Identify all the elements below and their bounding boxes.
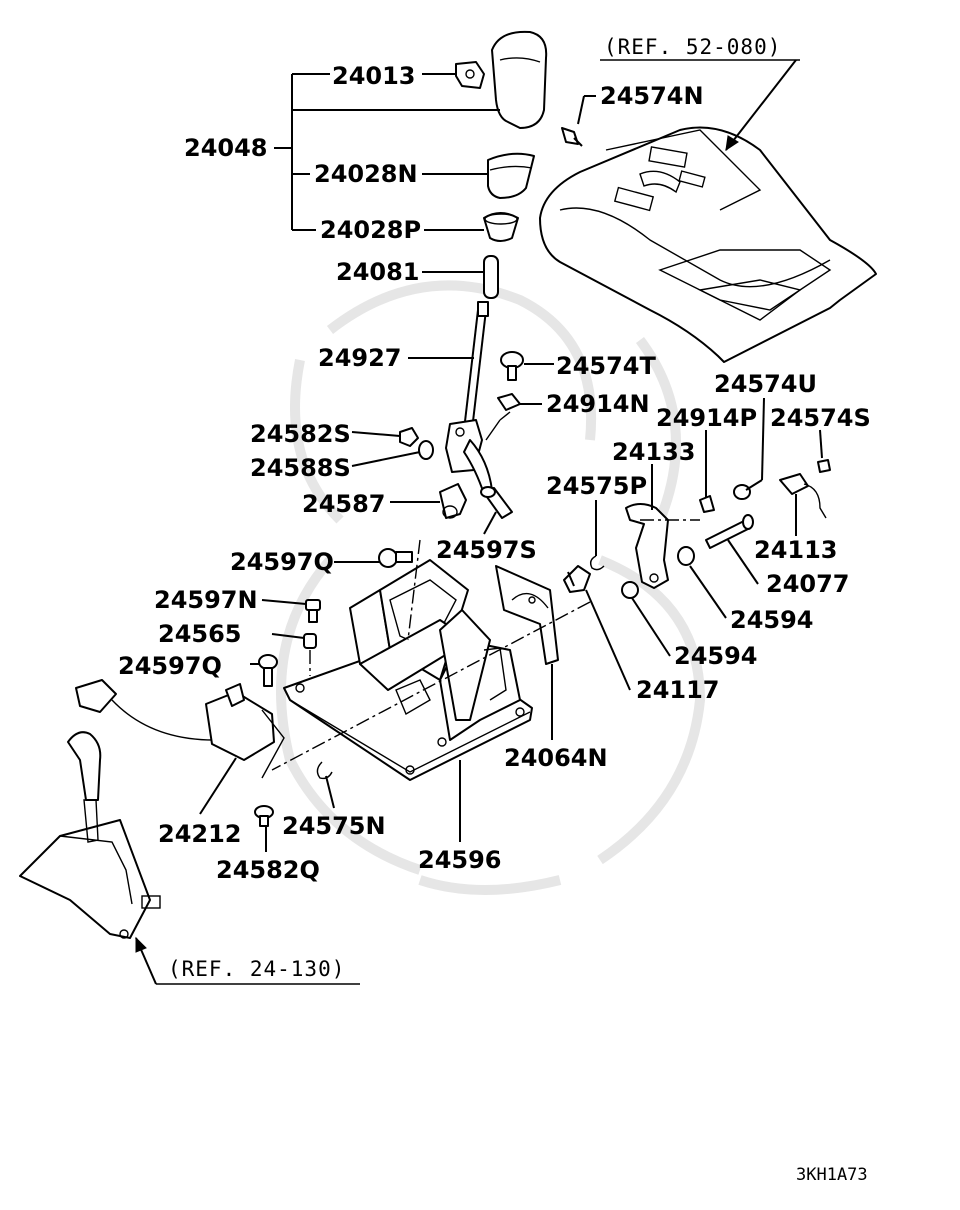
label-24575p: 24575P — [546, 472, 647, 500]
label-24133: 24133 — [612, 438, 696, 466]
dash-line-1 — [407, 539, 421, 641]
label-24048: 24048 — [184, 134, 268, 162]
ref-top-label: (REF. 52-080) — [604, 35, 781, 59]
clip-24575p-part — [589, 555, 605, 571]
label-24582q: 24582Q — [216, 856, 320, 884]
clip-24914p-part — [699, 495, 715, 513]
label-24028n: 24028N — [314, 160, 418, 188]
knob-cover-part — [487, 152, 535, 199]
nut-24582q-part — [254, 805, 274, 827]
screw-24574s-part — [817, 459, 831, 473]
lever-arm-part — [625, 503, 669, 589]
dash-line-2 — [271, 601, 591, 771]
washer-24588s-part — [418, 440, 434, 460]
label-24117: 24117 — [636, 676, 720, 704]
pin-24117-part — [563, 565, 591, 593]
lever-sleeve-part — [483, 255, 499, 299]
bushing-24594-lower-part — [621, 581, 639, 599]
shift-knob-part — [455, 30, 548, 129]
shift-base-part — [283, 559, 533, 781]
nut-24582s-part — [399, 427, 419, 447]
clip-24914n-part — [497, 393, 521, 411]
shifter-assembly-ref-part — [19, 731, 161, 939]
label-24597s: 24597S — [436, 536, 537, 564]
nut-24574t-part — [500, 351, 524, 381]
label-24914n: 24914N — [546, 390, 650, 418]
bracket-plate-part — [495, 565, 559, 665]
bushing-24587-part — [439, 483, 467, 519]
solenoid-part — [75, 679, 285, 779]
watermark — [276, 280, 706, 895]
label-24927: 24927 — [318, 344, 402, 372]
bolt-24597q-lower-part — [258, 654, 278, 687]
label-24597q-lower: 24597Q — [118, 652, 222, 680]
bolt-24077-part — [705, 514, 754, 549]
label-24077: 24077 — [766, 570, 850, 598]
diagram-code: 3KH1A73 — [796, 1165, 868, 1185]
link-line-2 — [499, 411, 511, 421]
bolt-24597q-top-part — [378, 548, 413, 568]
label-24565: 24565 — [158, 620, 242, 648]
label-24597q-top: 24597Q — [230, 548, 334, 576]
label-24113: 24113 — [754, 536, 838, 564]
spacer-24565-part — [303, 633, 317, 676]
bolt-24597n-part — [305, 599, 321, 623]
label-24914p: 24914P — [656, 404, 757, 432]
screw-24574n-part — [561, 127, 583, 147]
nut-24574u-part — [733, 484, 751, 500]
label-24594-lower: 24594 — [674, 642, 758, 670]
label-24574u: 24574U — [714, 370, 817, 398]
sensor-24113-part — [779, 473, 827, 519]
ref-bottom-label: (REF. 24-130) — [168, 957, 345, 981]
label-24574n: 24574N — [600, 82, 704, 110]
console-part — [539, 126, 877, 363]
link-line-1 — [485, 419, 501, 441]
label-24582s: 24582S — [250, 420, 351, 448]
knob-cup-part — [483, 212, 519, 242]
label-24575n: 24575N — [282, 812, 386, 840]
label-24212: 24212 — [158, 820, 242, 848]
bolt-24597s-part — [480, 486, 513, 519]
label-24596: 24596 — [418, 846, 502, 874]
label-24064n: 24064N — [504, 744, 608, 772]
label-24594-upper: 24594 — [730, 606, 814, 634]
label-24574s: 24574S — [770, 404, 871, 432]
leader-lines — [135, 59, 823, 985]
label-24081: 24081 — [336, 258, 420, 286]
shift-lever-part — [445, 301, 493, 495]
label-24013: 24013 — [332, 62, 416, 90]
label-24574t: 24574T — [556, 352, 656, 380]
label-24028p: 24028P — [320, 216, 421, 244]
label-24587: 24587 — [302, 490, 386, 518]
label-24597n: 24597N — [154, 586, 258, 614]
clip-24575n-part — [316, 761, 333, 780]
label-24588s: 24588S — [250, 454, 351, 482]
bushing-24594-upper-part — [677, 546, 695, 566]
